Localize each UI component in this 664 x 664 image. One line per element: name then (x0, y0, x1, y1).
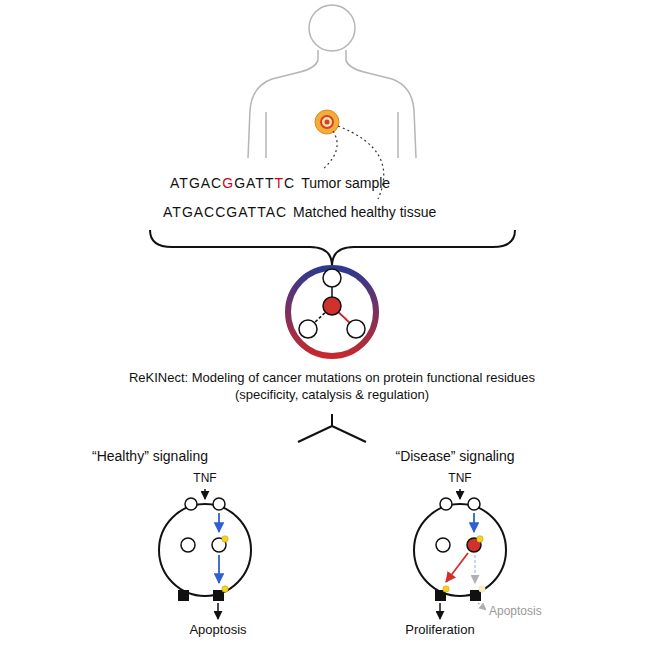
network-node (299, 320, 317, 338)
lost-outcome-arrow (478, 603, 486, 610)
human-arm-right (397, 112, 399, 158)
sequence-base: A (163, 204, 172, 220)
sequence-base: A (194, 204, 204, 220)
tnf-arrow (204, 489, 206, 499)
leader-line (322, 131, 337, 170)
sequence-base: G (226, 204, 238, 220)
kinase-node (181, 538, 195, 552)
sequence-base: G (222, 175, 234, 191)
tumor-core (325, 120, 330, 125)
sequence-base: T (274, 175, 284, 191)
phospho-dot (222, 586, 228, 592)
method-caption: ReKINect: Modeling of cancer mutations o… (117, 370, 547, 404)
receptor (468, 498, 480, 510)
tumor-outer (315, 110, 339, 134)
phospho-dot (477, 536, 483, 542)
sequence-base: T (179, 175, 189, 191)
sequence-tumor: ATGACGGATTTC (170, 174, 295, 192)
sequence-base: A (246, 175, 255, 191)
sample-label: Matched healthy tissue (293, 203, 436, 221)
curly-brace (150, 230, 515, 266)
sequence-base: T (265, 175, 275, 191)
sequence-base: T (172, 204, 182, 220)
kinase-node (436, 538, 450, 552)
receptor (213, 498, 225, 510)
cell-outline (159, 504, 251, 596)
rewired-arrow (446, 553, 468, 582)
ligand-label: TNF (193, 471, 216, 487)
sequence-base: T (257, 204, 266, 220)
network-node (323, 269, 341, 287)
sequence-base: A (238, 204, 247, 220)
lost-outcome-label: Apoptosis (489, 604, 542, 620)
cell-outline (414, 504, 506, 596)
sequence-base: A (201, 175, 211, 191)
phospho-dot (443, 586, 449, 592)
network-node (347, 320, 365, 338)
sequence-base: G (234, 175, 246, 191)
panel-heading: “Healthy” signaling (92, 447, 208, 465)
sequence-base: A (170, 175, 179, 191)
sequence-base: T (255, 175, 265, 191)
effector-square (213, 590, 224, 601)
human-body-right (346, 50, 416, 158)
sequence-base: C (284, 175, 295, 191)
effector-square (470, 590, 481, 601)
phospho-dot (222, 536, 228, 542)
panel-heading: “Disease” signaling (395, 447, 514, 465)
lost-arrow (474, 555, 476, 583)
signal-arrow (218, 555, 220, 583)
sequence-base: C (204, 204, 215, 220)
tnf-arrow (459, 489, 461, 499)
sequence-healthy: ATGACCGATTAC (163, 203, 287, 221)
tumor-inner (321, 116, 333, 128)
sequence-base: G (189, 175, 201, 191)
outcome-arrow (439, 603, 441, 619)
sample-label: Tumor sample (301, 174, 390, 192)
effector-square (178, 590, 189, 601)
mutated-node (323, 297, 341, 315)
human-body-left (248, 50, 318, 158)
receptor (440, 498, 452, 510)
human-head (309, 5, 355, 51)
signal-arrow (473, 513, 475, 532)
signal-arrow (218, 513, 220, 532)
fork-lines (298, 414, 366, 442)
sequence-base: A (266, 204, 276, 220)
model-ring (288, 268, 376, 356)
sequence-base: C (276, 204, 287, 220)
sequence-base: G (182, 204, 194, 220)
faded-phospho-dot (479, 586, 485, 592)
outcome-arrow (217, 603, 219, 619)
receptor (185, 498, 197, 510)
outcome-label: Apoptosis (189, 622, 246, 639)
ligand-label: TNF (448, 471, 471, 487)
sequence-base: C (211, 175, 222, 191)
outcome-label: Proliferation (405, 622, 474, 639)
sequence-base: T (248, 204, 258, 220)
human-arm-left (265, 112, 267, 158)
sequence-base: C (215, 204, 226, 220)
